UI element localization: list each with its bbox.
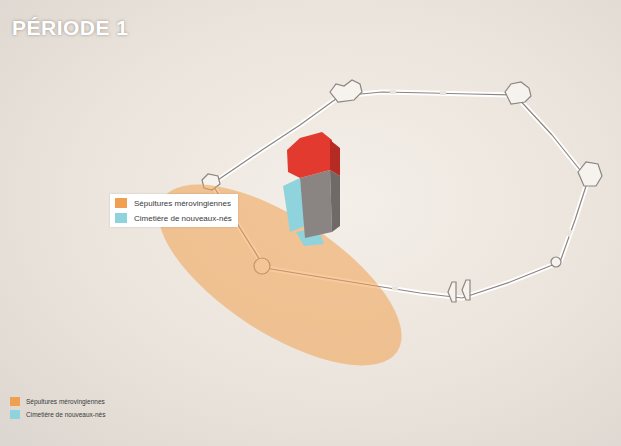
merovingian-burial-zone [131,150,429,400]
legend-swatch [115,213,127,223]
legend-label: Sépultures mérovingiennes [134,199,231,208]
legend-label: Sépultures mérovingiennes [26,398,105,405]
legend-item: Sépultures mérovingiennes [115,198,232,208]
legend-swatch [10,397,20,406]
church-building [283,132,340,246]
legend-swatch [115,198,127,208]
legend-box: Sépultures mérovingiennesCimetière de no… [110,194,238,227]
title: PÉRIODE 1 [12,16,129,40]
wall-gaps [390,92,571,289]
legend-item: Sépultures mérovingiennes [10,397,106,406]
legend-swatch [10,410,20,419]
legend-item: Cimetière de nouveaux-nés [10,410,106,419]
legend-item: Cimetière de nouveaux-nés [115,213,232,223]
legend-label: Cimetière de nouveaux-nés [134,214,232,223]
legend: Sépultures mérovingiennesCimetière de no… [10,397,106,423]
legend-label: Cimetière de nouveaux-nés [26,411,106,418]
